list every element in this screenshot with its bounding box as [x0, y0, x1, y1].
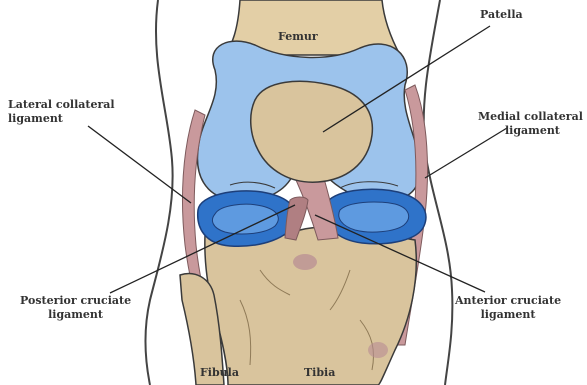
leg-outline-left [145, 0, 172, 385]
lateral-collateral-ligament-label-line2: ligament [8, 112, 115, 126]
fibula-label: Fibula [200, 366, 239, 380]
patella-label: Patella [480, 8, 523, 22]
medial-collateral-ligament-label-line1: Medial collateral [478, 110, 583, 124]
posterior-cruciate-ligament-label-line1: Posterior cruciate [20, 294, 131, 308]
medial-collateral-ligament-label: Medial collateral ligament [478, 110, 583, 138]
tibia-label: Tibia [304, 366, 335, 380]
anterior-cruciate-ligament-label-line1: Anterior cruciate [455, 294, 561, 308]
anterior-cruciate-ligament-label-line2: ligament [455, 308, 561, 322]
tibia-shading [293, 254, 317, 270]
tibia-shading [368, 342, 388, 358]
medial-meniscus-inner [339, 202, 409, 232]
medial-collateral-ligament-label-line2: ligament [478, 124, 583, 138]
femur-label: Femur [278, 30, 318, 44]
posterior-cruciate-ligament-label: Posterior cruciate ligament [20, 294, 131, 322]
anterior-cruciate-ligament-label: Anterior cruciate ligament [455, 294, 561, 322]
pointer-line-lateral-collateral [88, 126, 191, 203]
lateral-meniscus-inner [212, 204, 278, 234]
leg-outline-right [424, 0, 453, 385]
tibia [205, 227, 416, 385]
lateral-collateral-ligament-label-line1: Lateral collateral [8, 98, 115, 112]
lateral-collateral-ligament-label: Lateral collateral ligament [8, 98, 115, 126]
posterior-cruciate-ligament-label-line2: ligament [20, 308, 131, 322]
